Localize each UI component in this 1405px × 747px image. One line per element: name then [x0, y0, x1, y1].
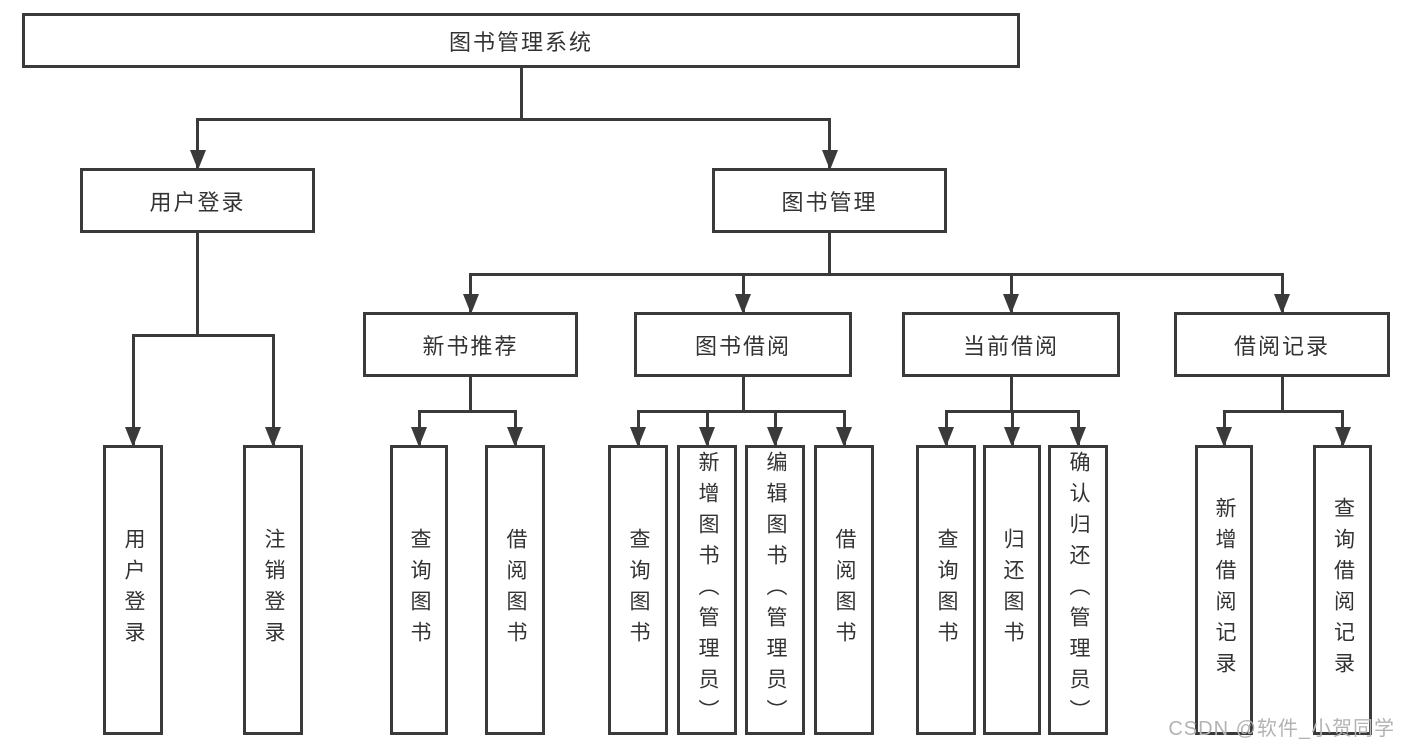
node-label-r1: 查询图书 [408, 528, 431, 652]
node-label-c3: 确认归还（管理员） [1067, 450, 1090, 730]
node-c1: 查询图书 [916, 445, 976, 735]
arrow-down-icon [767, 427, 783, 447]
arrow-down-icon [125, 427, 141, 447]
arrow-down-icon [189, 150, 206, 170]
node-b4: 借阅图书 [814, 445, 874, 735]
connector-stem [828, 233, 831, 273]
node-r1: 查询图书 [390, 445, 448, 735]
connector-stem [519, 68, 523, 118]
connector-stem [1280, 377, 1284, 410]
connector-stem [469, 377, 472, 410]
connector-drop [741, 273, 745, 312]
arrow-down-icon [836, 427, 852, 447]
node-label-rec: 新书推荐 [422, 333, 519, 359]
node-label-rc2: 查询借阅记录 [1331, 497, 1355, 683]
connector-drop [1009, 273, 1013, 312]
node-label-u1: 用户登录 [122, 528, 145, 652]
connector-drop [1280, 273, 1284, 312]
connector-drop [469, 273, 472, 312]
arrow-down-icon [938, 427, 954, 447]
node-login: 用户登录 [80, 168, 315, 233]
arrow-down-icon [1003, 294, 1019, 314]
connector-stem [1009, 377, 1013, 410]
arrow-down-icon [1070, 427, 1086, 447]
node-rc1: 新增借阅记录 [1195, 445, 1253, 735]
arrow-down-icon [411, 427, 427, 447]
node-label-b2: 新增图书（管理员） [696, 450, 719, 730]
arrow-down-icon [1004, 427, 1020, 447]
node-r2: 借阅图书 [485, 445, 545, 735]
node-label-login: 用户登录 [149, 189, 246, 215]
arrow-down-icon [1274, 294, 1290, 314]
node-label-b4: 借阅图书 [833, 528, 856, 652]
connector-drop [828, 118, 831, 168]
arrow-down-icon [507, 427, 523, 447]
connector-branch [636, 410, 846, 413]
node-u2: 注销登录 [243, 445, 303, 735]
arrow-down-icon [821, 150, 838, 170]
node-label-mgmt: 图书管理 [781, 189, 878, 215]
arrow-down-icon [1334, 427, 1351, 447]
node-label-r2: 借阅图书 [504, 528, 527, 652]
connector-branch [1222, 410, 1344, 413]
arrow-down-icon [735, 294, 751, 314]
node-label-rc1: 新增借阅记录 [1213, 497, 1236, 683]
connector-branch [131, 334, 275, 337]
watermark: CSDN @软件_小贺同学 [1168, 718, 1395, 740]
node-label-current: 当前借阅 [962, 333, 1059, 359]
connector-branch [196, 118, 831, 121]
connector-stem [741, 377, 745, 410]
node-root: 图书管理系统 [22, 13, 1020, 68]
connector-drop [131, 334, 135, 445]
connector-branch [417, 410, 517, 413]
node-c2: 归还图书 [983, 445, 1041, 735]
node-mgmt: 图书管理 [712, 168, 947, 233]
arrow-down-icon [699, 427, 715, 447]
arrow-down-icon [265, 427, 281, 447]
node-label-c1: 查询图书 [935, 528, 958, 652]
node-borrow: 图书借阅 [634, 312, 852, 377]
node-records: 借阅记录 [1174, 312, 1390, 377]
node-b2: 新增图书（管理员） [677, 445, 737, 735]
arrow-down-icon [462, 294, 479, 314]
connector-branch [469, 273, 1284, 276]
node-c3: 确认归还（管理员） [1048, 445, 1108, 735]
connector-drop [271, 334, 275, 445]
node-label-root: 图书管理系统 [448, 29, 593, 55]
node-b3: 编辑图书（管理员） [745, 445, 805, 735]
node-u1: 用户登录 [103, 445, 163, 735]
node-label-b3: 编辑图书（管理员） [764, 450, 787, 730]
node-label-borrow: 图书借阅 [694, 333, 791, 359]
node-rc2: 查询借阅记录 [1313, 445, 1372, 735]
connector-drop [196, 118, 199, 168]
node-label-b1: 查询图书 [627, 528, 650, 652]
arrow-down-icon [1216, 427, 1232, 447]
node-label-u2: 注销登录 [262, 528, 285, 652]
arrow-down-icon [630, 427, 646, 447]
node-rec: 新书推荐 [363, 312, 578, 377]
node-b1: 查询图书 [608, 445, 668, 735]
node-current: 当前借阅 [902, 312, 1120, 377]
node-label-c2: 归还图书 [1001, 528, 1024, 652]
node-label-records: 借阅记录 [1233, 333, 1330, 359]
connector-stem [196, 233, 199, 334]
